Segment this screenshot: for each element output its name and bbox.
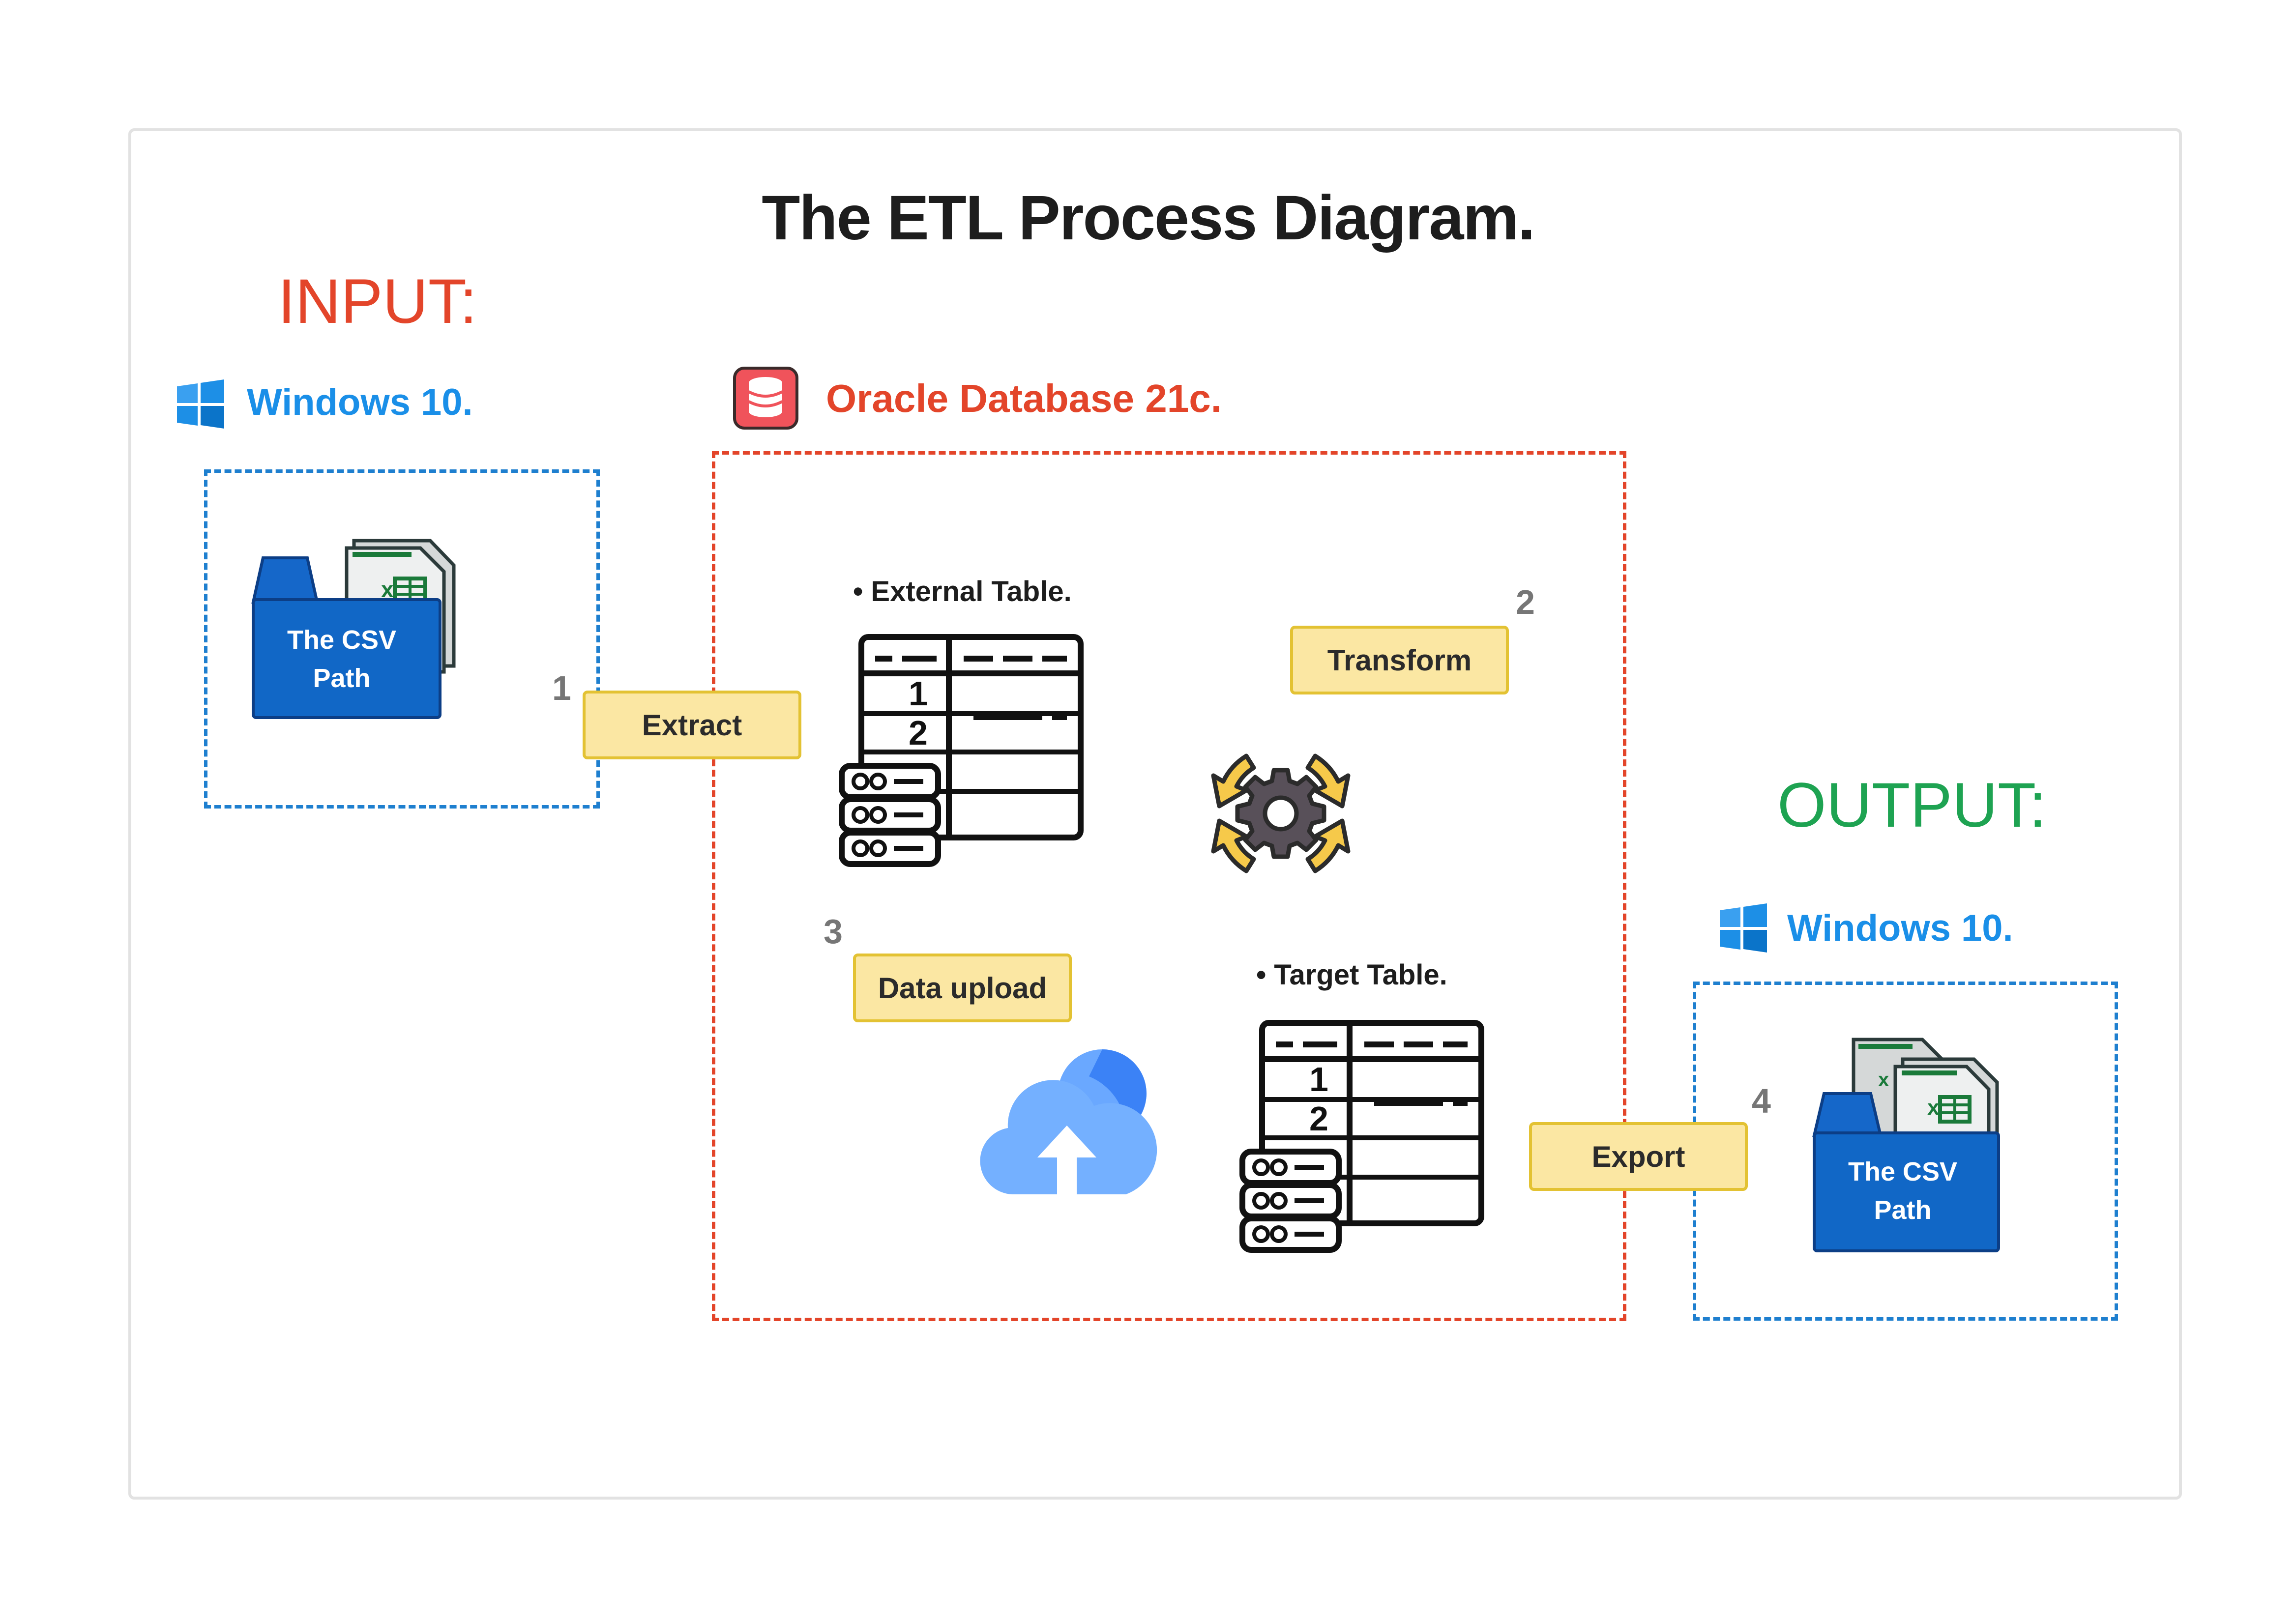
row-number-1: 1 xyxy=(1309,1060,1328,1099)
svg-text:x: x xyxy=(1927,1096,1940,1120)
server-icon xyxy=(839,763,941,867)
svg-text:x: x xyxy=(381,577,394,602)
database-container xyxy=(712,451,1626,1321)
extract-step-tag: Extract xyxy=(583,691,801,759)
windows-icon xyxy=(177,379,224,429)
input-section-label: INPUT: xyxy=(278,266,477,337)
output-os-label: Windows 10. xyxy=(1787,907,2013,949)
table-icon: 1 2 xyxy=(839,634,1084,867)
server-icon xyxy=(1239,1149,1342,1253)
external-table-label: • External Table. xyxy=(853,576,1072,607)
svg-text:x: x xyxy=(1878,1069,1889,1091)
row-number-2: 2 xyxy=(909,714,928,752)
database-icon xyxy=(733,367,798,430)
diagram-frame xyxy=(128,128,2182,1500)
step-number-3: 3 xyxy=(824,912,843,951)
folder-icon: x xyxy=(251,539,456,719)
output-section-label: OUTPUT: xyxy=(1777,770,2047,840)
table-icon: 1 2 xyxy=(1239,1020,1484,1253)
step-number-1: 1 xyxy=(552,669,571,707)
step-number-4: 4 xyxy=(1752,1082,1771,1120)
cloud-upload-icon xyxy=(980,1049,1157,1194)
export-step-tag: Export xyxy=(1529,1122,1748,1191)
data-upload-step-tag: Data upload xyxy=(853,954,1072,1022)
gear-cycle-icon xyxy=(1211,753,1351,873)
folder-icon: x x xyxy=(1812,1038,2000,1252)
row-number-1: 1 xyxy=(909,674,928,713)
input-container xyxy=(204,469,600,809)
database-label: Oracle Database 21c. xyxy=(826,376,1222,420)
windows-icon xyxy=(1720,903,1767,953)
row-number-2: 2 xyxy=(1309,1099,1328,1138)
input-os-label: Windows 10. xyxy=(247,381,473,423)
transform-step-tag: Transform xyxy=(1290,626,1509,694)
step-number-2: 2 xyxy=(1516,583,1535,621)
diagram-title: The ETL Process Diagram. xyxy=(762,183,1535,253)
target-table-label: • Target Table. xyxy=(1256,959,1447,991)
